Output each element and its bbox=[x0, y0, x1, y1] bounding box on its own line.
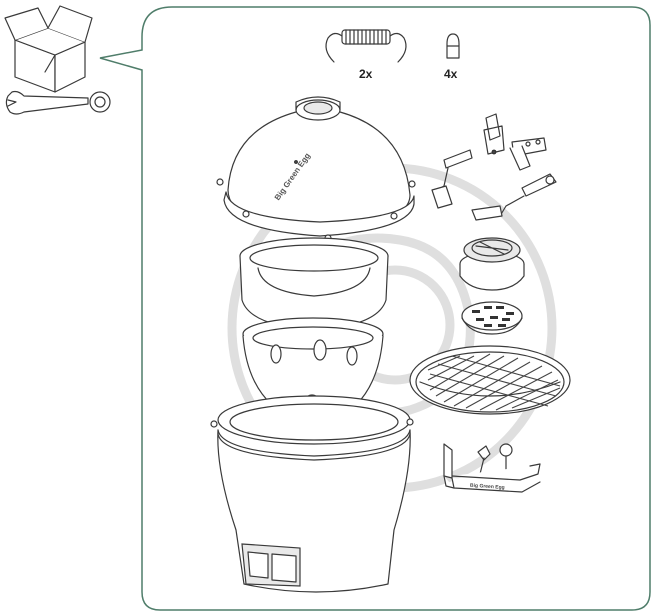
hinge-bracket-icon bbox=[431, 113, 557, 221]
fire-grate-icon bbox=[461, 301, 523, 335]
handle-bracket-icon: Big Green Egg bbox=[443, 443, 541, 493]
base-icon bbox=[210, 395, 414, 593]
fire-ring-icon bbox=[239, 237, 389, 331]
spring-quantity-label: 2x bbox=[359, 67, 373, 81]
pin-quantity-label: 4x bbox=[444, 67, 458, 81]
wrench-icon bbox=[5, 90, 111, 115]
cooking-grid-icon bbox=[409, 345, 571, 415]
pin-icon bbox=[446, 33, 460, 59]
top-vent-icon bbox=[459, 237, 525, 291]
spring-icon bbox=[325, 29, 407, 63]
box-icon bbox=[4, 5, 93, 93]
callout-frame bbox=[99, 6, 651, 611]
dome-icon: Big Green Egg bbox=[216, 96, 416, 242]
svg-text:Big Green Egg: Big Green Egg bbox=[470, 483, 505, 491]
